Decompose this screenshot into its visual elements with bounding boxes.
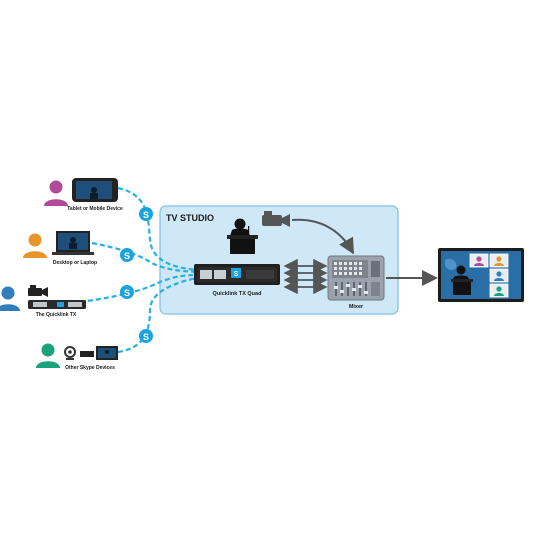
link-tablet (117, 186, 199, 272)
source-quicklink-tx: The Quicklink TX (0, 285, 86, 318)
quicklink-tx-unit (28, 300, 86, 309)
quad-mixer-links (283, 258, 328, 295)
svg-text:S: S (143, 332, 149, 342)
svg-text:S: S (124, 251, 130, 261)
link-other-skype (117, 276, 199, 354)
presenter-icon (451, 265, 473, 295)
webcam-icon (64, 346, 76, 360)
remote-guest-tiles (469, 253, 509, 298)
link-quicklink-tx (79, 273, 199, 304)
person-icon (23, 233, 47, 258)
skype-icon: S (120, 248, 134, 262)
tv-studio-title: TV STUDIO (166, 213, 214, 223)
skype-links (79, 186, 199, 354)
person-icon (44, 180, 68, 206)
source-label: Other Skype Devices (65, 365, 115, 371)
skype-icon: S (139, 207, 153, 221)
person-icon (36, 343, 60, 368)
svg-text:S: S (234, 271, 239, 278)
source-tablet-mobile: Tablet or Mobile Device (44, 178, 123, 212)
laptop-icon (52, 231, 94, 255)
camera-icon (262, 211, 290, 227)
skype-icon: S (139, 329, 153, 343)
source-label: The Quicklink TX (36, 312, 77, 318)
person-icon (0, 286, 20, 311)
mixer: Mixer (327, 255, 385, 310)
quicklink-tx-quad: S Quicklink TX Quad (194, 264, 280, 297)
source-other-skype: Other Skype Devices (36, 343, 118, 371)
source-desktop-laptop: Desktop or Laptop (23, 231, 97, 266)
source-label: Desktop or Laptop (53, 260, 97, 266)
svg-text:S: S (124, 288, 130, 298)
output-monitor (438, 248, 524, 302)
presenter-icon (227, 218, 258, 254)
camera-icon (28, 285, 48, 297)
camera-to-mixer-arrow (291, 218, 354, 255)
svg-text:S: S (143, 210, 149, 220)
mixer-label: Mixer (349, 304, 364, 310)
monitor-icon (80, 346, 118, 360)
quicklink-tx-quad-label: Quicklink TX Quad (213, 291, 262, 297)
skype-icon: S (120, 285, 134, 299)
phone-icon (72, 178, 118, 202)
source-label: Tablet or Mobile Device (67, 206, 123, 212)
